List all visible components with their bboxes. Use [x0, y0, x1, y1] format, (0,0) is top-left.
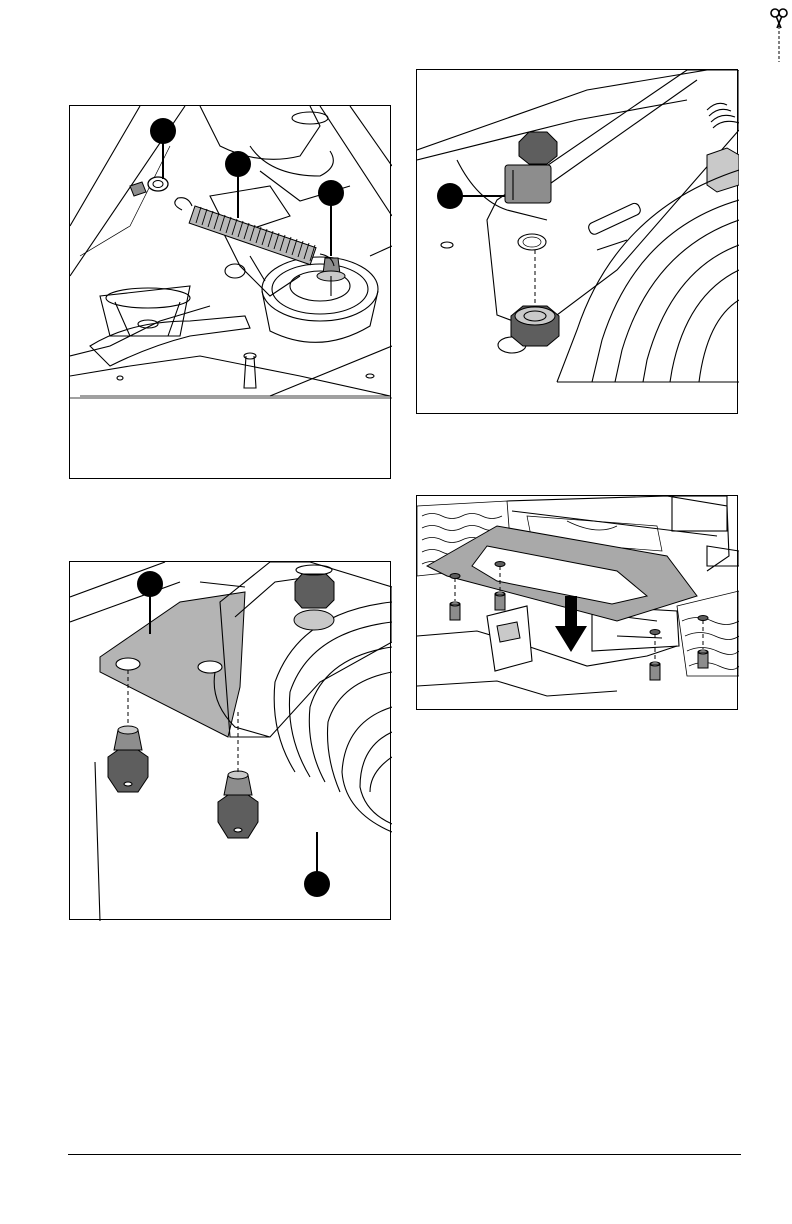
- callout-1: [150, 118, 176, 144]
- pulley-bolt: [505, 132, 559, 346]
- figure-pulley-bolt: [416, 69, 738, 414]
- callout-2: [304, 871, 330, 897]
- figure-spring-removal: [69, 105, 391, 479]
- flange-bolt-left: [108, 726, 148, 792]
- figure-bracket-bolts: [69, 561, 391, 920]
- callout-1: [437, 183, 463, 209]
- scissors-icon: [770, 6, 788, 62]
- callout-2: [225, 151, 251, 177]
- footer-rule: [68, 1154, 741, 1155]
- callout-1: [137, 571, 163, 597]
- figure-plate-removal: [416, 495, 738, 710]
- spring: [175, 198, 334, 266]
- flange-bolt-right: [218, 771, 258, 838]
- callout-3: [318, 180, 344, 206]
